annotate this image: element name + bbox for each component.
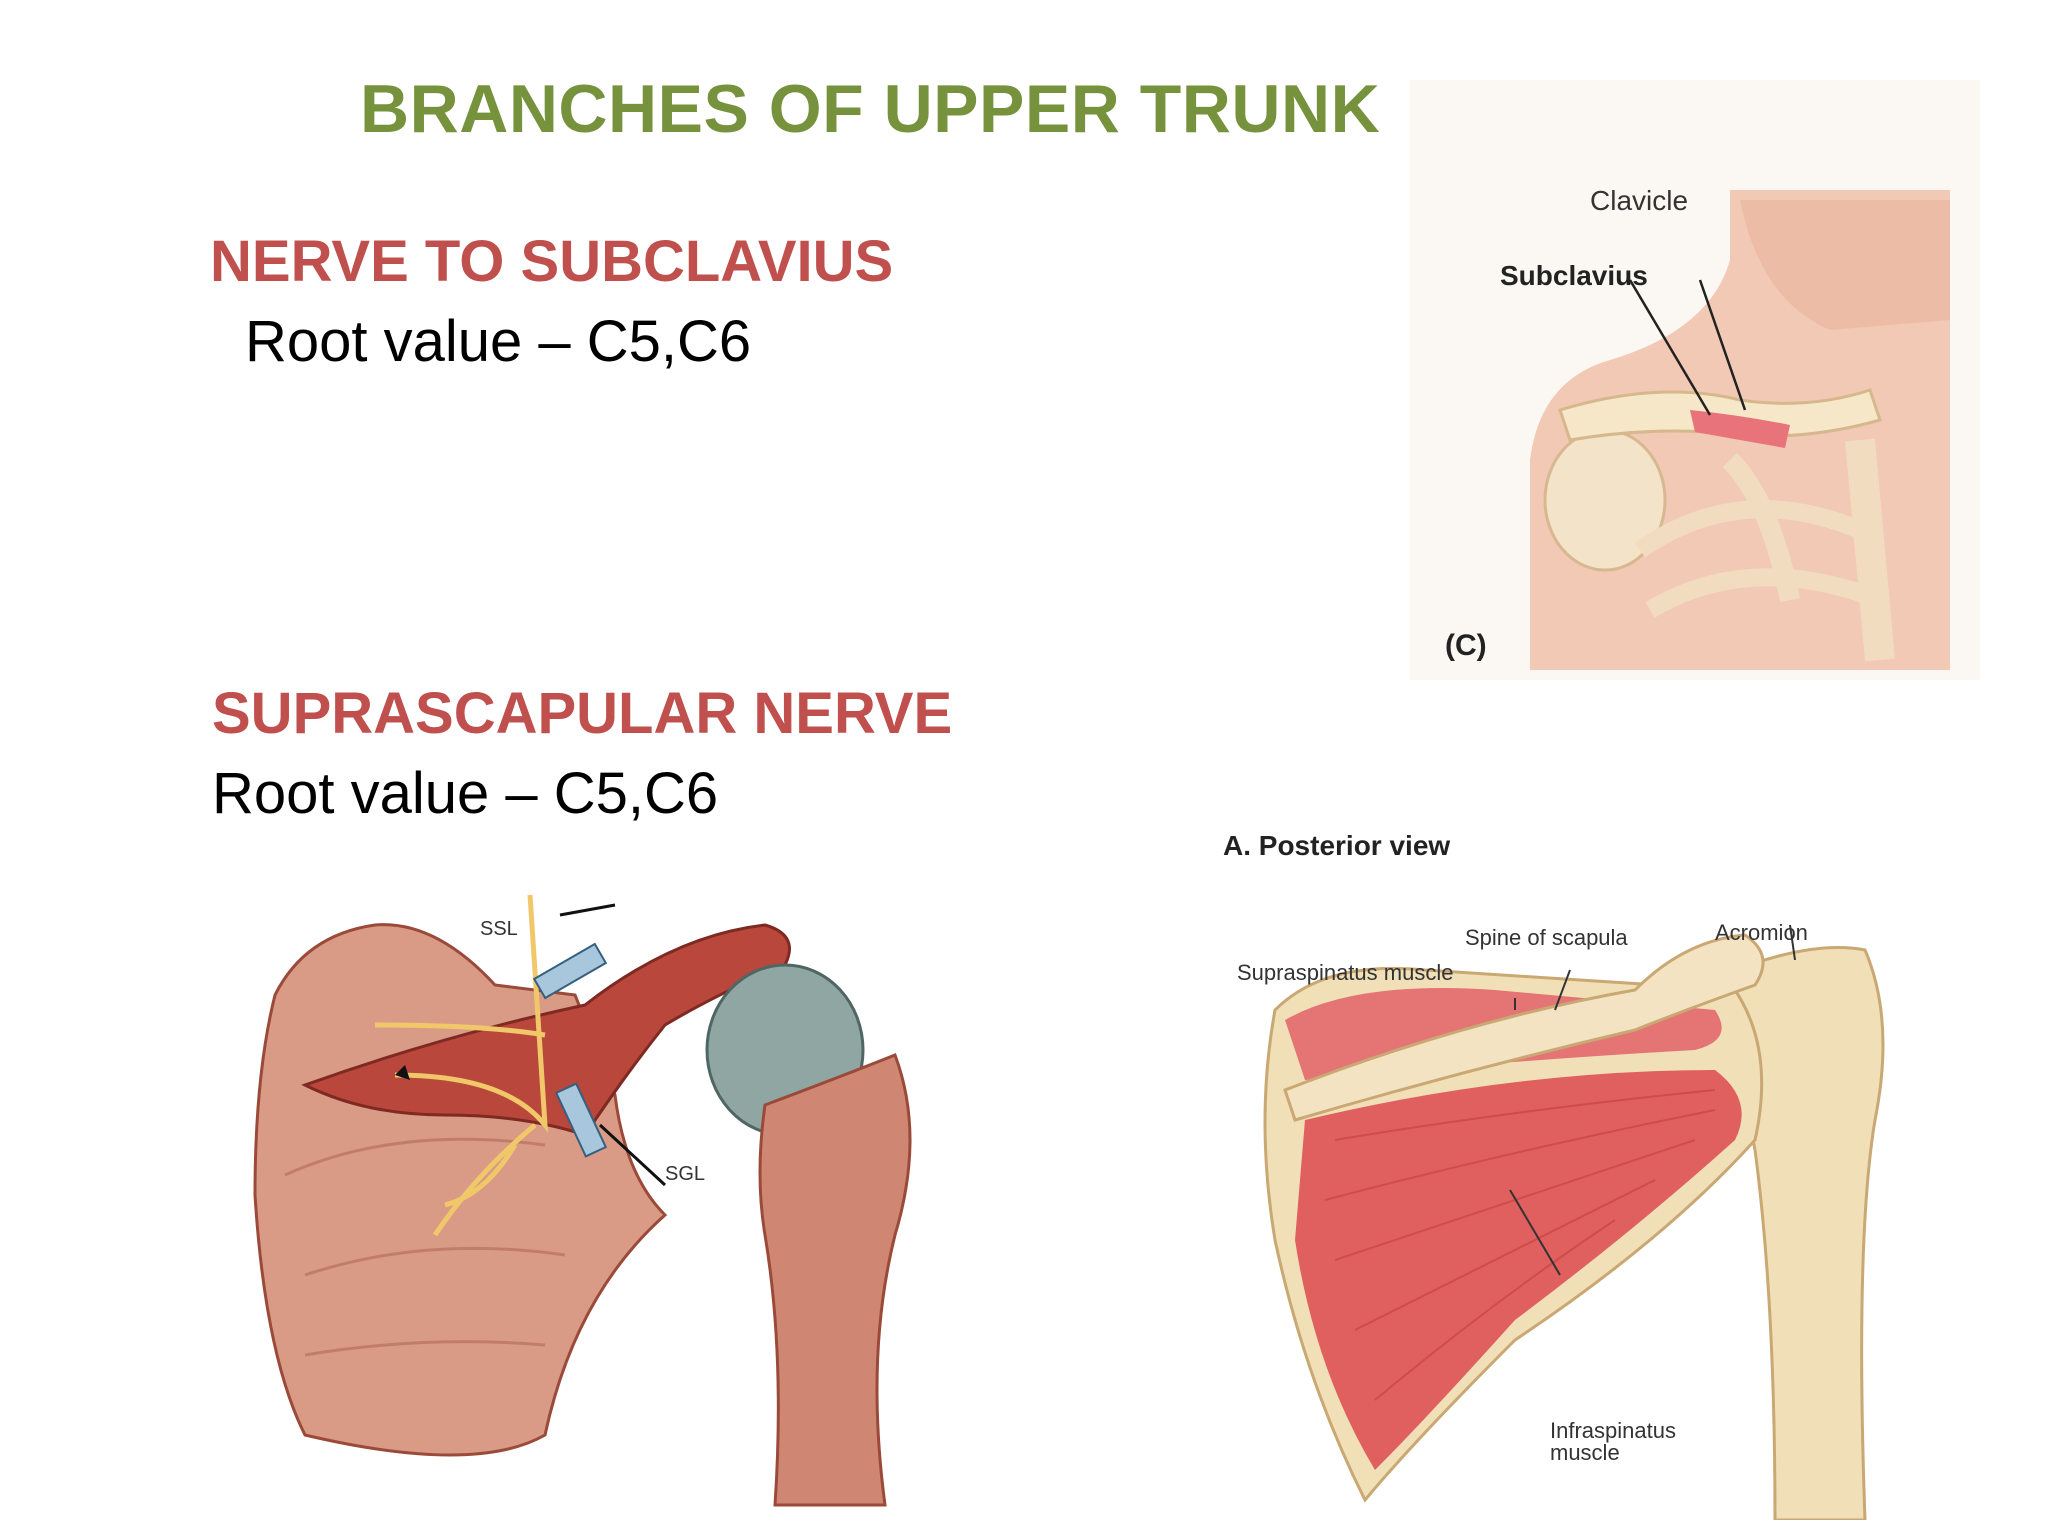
ssl-label: SSL [480,918,518,940]
clavicle-label: Clavicle [1590,185,1688,216]
infraspinatus-label-2: muscle [1550,1440,1620,1465]
panel-c-label: (C) [1445,629,1487,662]
suprascapular-nerve-heading: SUPRASCAPULAR NERVE [212,681,953,746]
posterior-view-title: A. Posterior view [1223,830,1450,861]
acromion-label: Acromion [1715,920,1808,945]
posterior-view-illustration: A. Posterior view Spine of scapula Acrom… [1223,830,1885,1520]
spine-of-scapula-label: Spine of scapula [1465,925,1628,950]
suprascapular-nerve-root-value: Root value – C5,C6 [212,761,719,826]
sgl-label: SGL [665,1163,705,1185]
supraspinatus-label: Supraspinatus muscle [1237,960,1453,985]
slide-title: BRANCHES OF UPPER TRUNK [360,71,1381,147]
suprascapular-nerve-illustration: SSL SGL [253,894,912,1507]
nerve-to-subclavius-heading: NERVE TO SUBCLAVIUS [210,229,894,294]
nerve-to-subclavius-root-value: Root value – C5,C6 [245,309,752,374]
subclavius-label: Subclavius [1500,260,1648,291]
infraspinatus-label: Infraspinatus [1550,1418,1676,1443]
subclavius-illustration: Clavicle Subclavius (C) [1410,80,1980,680]
